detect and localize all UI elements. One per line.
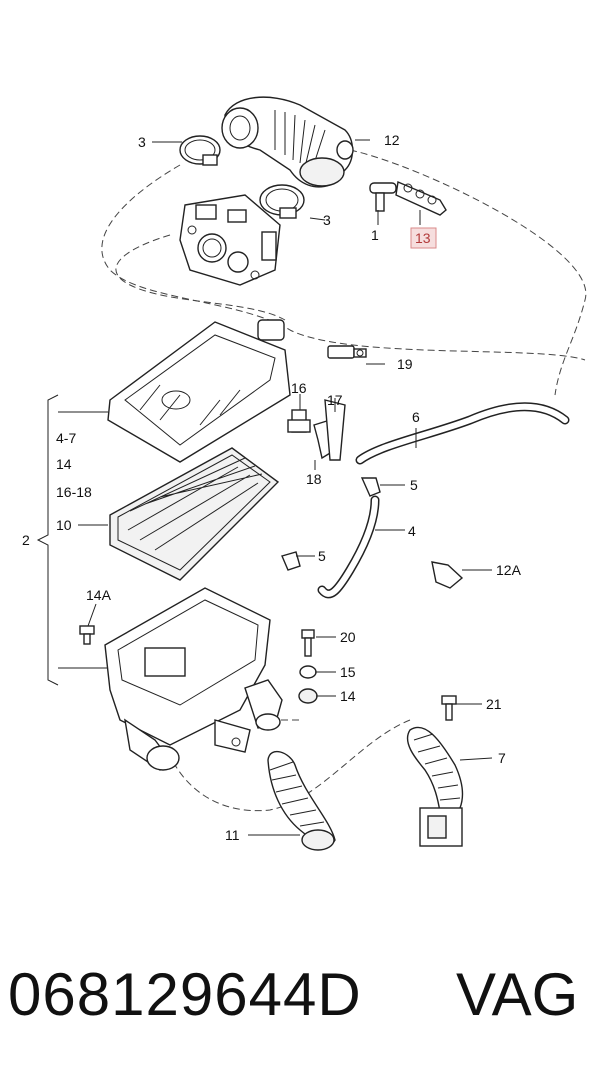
- rubber-mount: [298, 688, 318, 704]
- callout-16-18: 16-18: [56, 484, 92, 500]
- air-filter-upper-housing: [107, 319, 291, 463]
- dashed-outline-loop: [101, 164, 586, 361]
- callout-14A: 14A: [86, 587, 112, 603]
- dashed-outline-upper: [349, 149, 587, 396]
- callout-1: 1: [371, 227, 379, 243]
- leader-lines: [58, 139, 493, 836]
- lower-housing-bolt: [79, 625, 95, 645]
- footer: 068129644D VAG: [0, 960, 600, 1050]
- vacuum-hose-4: [317, 495, 380, 599]
- callout-21: 21: [486, 696, 502, 712]
- callout-17: 17: [327, 392, 343, 408]
- grommet: [299, 665, 317, 679]
- callout-13: 13: [415, 230, 431, 246]
- brand-name: VAG: [456, 961, 579, 1028]
- vacuum-hose-long-inner: [357, 403, 568, 463]
- callout-10: 10: [56, 517, 72, 533]
- callout-12A: 12A: [496, 562, 522, 578]
- callout-20: 20: [340, 629, 356, 645]
- secondary-air-hose: [406, 726, 464, 847]
- callout-4: 4: [408, 523, 416, 539]
- callout-4-7: 4-7: [56, 430, 76, 446]
- dashed-outline-lower: [174, 719, 411, 812]
- callout-14: 14: [340, 688, 356, 704]
- temperature-sensor: [327, 345, 367, 359]
- callout-12: 12: [384, 132, 400, 148]
- housing-outlet-spigot: [244, 679, 283, 731]
- hose-elbow-upper: [360, 477, 381, 497]
- callout-14-group: 14: [56, 456, 72, 472]
- highlight-box-13: [410, 227, 437, 249]
- callout-5-upper: 5: [410, 477, 418, 493]
- part-number: 068129644D: [8, 961, 362, 1028]
- connector-pipe-13: [395, 181, 447, 216]
- hose-elbow-lower: [281, 551, 301, 571]
- callout-11: 11: [225, 827, 240, 843]
- callout-6: 6: [412, 409, 420, 425]
- callout-2: 2: [22, 532, 30, 548]
- exploded-parts-diagram: 3 12 3 1 13 19 16 17 6 18 5 4 5 12A 4-7 …: [22, 96, 587, 851]
- callout-19: 19: [397, 356, 413, 372]
- hose-clamp-upper: [179, 135, 221, 166]
- air-filter-element: [109, 447, 280, 581]
- callout-3-upper: 3: [138, 134, 146, 150]
- dashed-outline-throttle: [115, 234, 286, 321]
- throttle-body: [179, 194, 281, 286]
- intake-elbow-hose: [221, 96, 354, 188]
- hex-bolt: [301, 629, 315, 657]
- callout-18: 18: [306, 471, 322, 487]
- callout-5-lower: 5: [318, 548, 326, 564]
- connector-pipe-1: [369, 182, 397, 212]
- mounting-bracket: [313, 399, 346, 461]
- callout-3-lower: 3: [323, 212, 331, 228]
- callout-15: 15: [340, 664, 356, 680]
- group-bracket: [36, 394, 59, 686]
- air-filter-lower-housing: [104, 587, 271, 771]
- callout-16: 16: [291, 380, 307, 396]
- hose-clamp-lower: [259, 184, 305, 219]
- vacuum-hose-4-inner: [319, 497, 378, 597]
- intake-corrugated-hose: [267, 750, 336, 851]
- solenoid-valve: [287, 409, 311, 433]
- vacuum-hose-long: [355, 402, 570, 465]
- mounting-screw: [441, 695, 457, 721]
- callout-7: 7: [498, 750, 506, 766]
- protective-cap: [431, 561, 464, 589]
